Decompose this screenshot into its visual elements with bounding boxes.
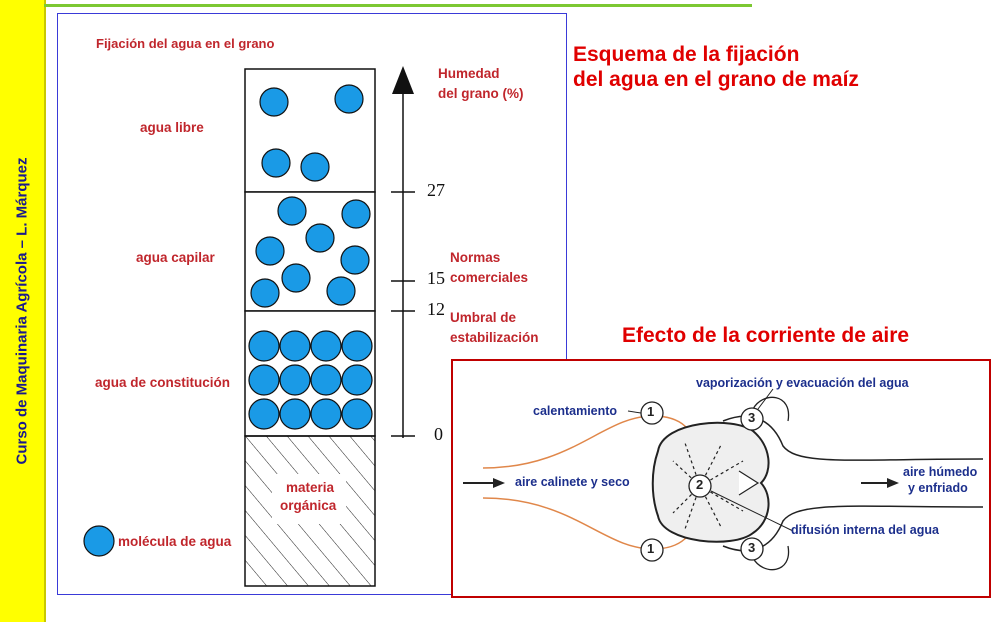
stabilization-threshold-line1: Umbral de — [450, 310, 517, 325]
tick-label-27: 27 — [427, 180, 445, 200]
heating-label: calentamiento — [533, 404, 618, 418]
marker-1-bottom — [640, 538, 664, 562]
heading-fixation-line1: Esquema de la fijación — [573, 43, 800, 66]
organic-label-bg — [272, 474, 346, 524]
constitution-water-label: agua de constitución — [95, 375, 231, 390]
commercial-norms-line1: Normas — [450, 250, 501, 265]
axis-title-line1: Humedad — [438, 66, 500, 81]
water-molecule — [248, 330, 280, 362]
air-flow-diagram — [463, 388, 984, 571]
water-molecule — [310, 330, 342, 362]
marker-3-bottom-label: 3 — [748, 540, 756, 555]
air-in-label: aire calinete y seco — [515, 475, 630, 489]
free-water-label: agua libre — [140, 120, 204, 135]
step-markers — [640, 401, 764, 562]
water-molecule — [279, 364, 311, 396]
water-molecule — [341, 364, 373, 396]
course-author-label: Curso de Maquinaria Agrícola – L. Márque… — [13, 157, 31, 465]
marker-1-bottom-label: 1 — [647, 541, 655, 556]
stabilization-threshold-line2: estabilización — [450, 330, 539, 345]
header-line — [44, 4, 752, 7]
legend-label: molécula de agua — [118, 534, 232, 549]
water-molecule — [250, 278, 280, 308]
water-molecule — [300, 152, 330, 182]
axis-title-line2: del grano (%) — [438, 86, 524, 101]
water-molecule — [259, 87, 289, 117]
axis-arrowhead — [392, 66, 414, 94]
tick-label-12: 12 — [427, 299, 445, 319]
organic-matter-label-1: materia — [286, 480, 335, 495]
tick-label-0: 0 — [434, 424, 443, 444]
air-out-label-1: aire húmedo — [903, 465, 978, 479]
marker-3-top — [740, 407, 764, 431]
water-molecule — [305, 223, 335, 253]
tick-label-15: 15 — [427, 268, 445, 288]
diagram-title: Fijación del agua en el grano — [96, 36, 275, 51]
water-molecule — [281, 263, 311, 293]
organic-matter-label-2: orgánica — [280, 498, 337, 513]
grain-column-diagram — [83, 66, 415, 587]
water-molecule — [341, 330, 373, 362]
sidebar: Curso de Maquinaria Agrícola – L. Márque… — [0, 0, 46, 622]
heading-fixation-line2: del agua en el grano de maíz — [573, 68, 859, 91]
water-molecule — [248, 398, 280, 430]
marker-2 — [688, 474, 712, 498]
marker-1-top-label: 1 — [647, 404, 655, 419]
axis-ticks — [391, 191, 415, 437]
free-water-molecules — [259, 84, 364, 182]
marker-3-bottom — [740, 537, 764, 561]
water-molecule — [279, 330, 311, 362]
capillary-water-molecules — [250, 196, 371, 308]
water-molecule — [326, 276, 356, 306]
water-molecule — [310, 364, 342, 396]
marker-3-top-label: 3 — [748, 410, 756, 425]
capillary-water-label: agua capilar — [136, 250, 215, 265]
air-flow-panel: 1 1 2 3 3 calentamiento vaporización y e… — [451, 359, 991, 598]
water-molecule — [341, 199, 371, 229]
legend-molecule-icon — [83, 525, 115, 557]
commercial-norms-line2: comerciales — [450, 270, 529, 285]
water-molecule — [334, 84, 364, 114]
vaporization-label: vaporización y evacuación del agua — [696, 376, 909, 390]
constitution-water-molecules — [248, 330, 373, 430]
water-molecule — [279, 398, 311, 430]
water-fixation-panel: Fijación del agua en el grano agua libre… — [57, 13, 567, 595]
air-out-label-2: y enfriado — [908, 481, 968, 495]
water-molecule — [261, 148, 291, 178]
water-molecule — [255, 236, 285, 266]
water-molecule — [277, 196, 307, 226]
water-molecule — [341, 398, 373, 430]
water-molecule — [310, 398, 342, 430]
water-molecule — [248, 364, 280, 396]
heading-air-effect: Efecto de la corriente de aire — [622, 324, 910, 347]
water-molecule — [340, 245, 370, 275]
marker-2-label: 2 — [696, 477, 704, 492]
diffusion-label: difusión interna del agua — [791, 523, 939, 537]
